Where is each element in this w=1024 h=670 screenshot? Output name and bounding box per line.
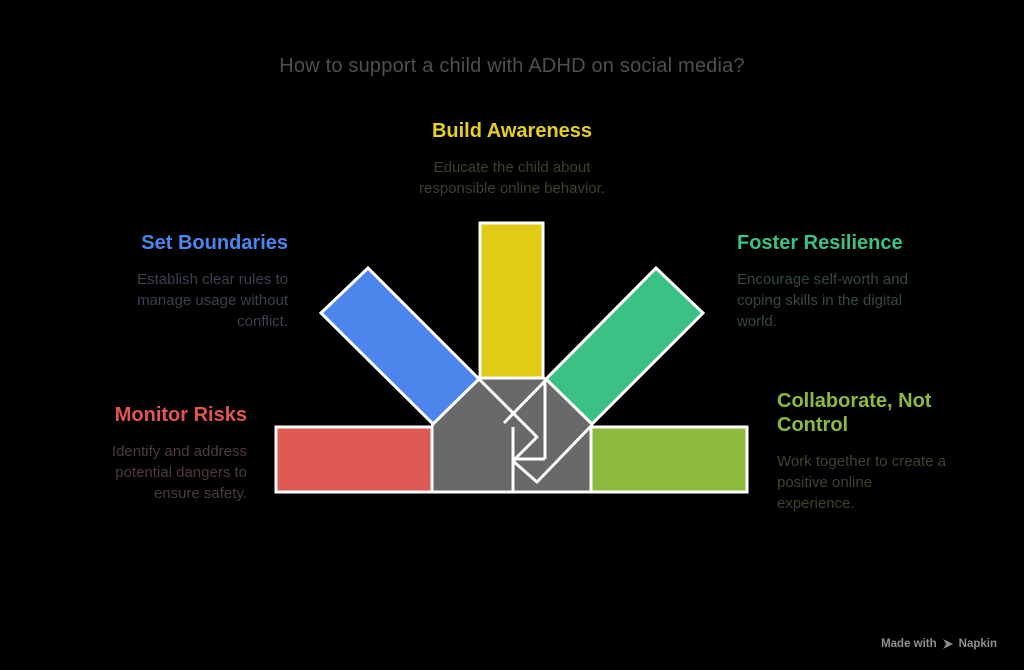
section-body: Educate the child about responsible onli… (419, 159, 605, 197)
section-body: Establish clear rules to manage usage wi… (137, 271, 288, 330)
napkin-watermark: Made with Napkin (881, 638, 997, 650)
watermark-made-with: Made with (881, 638, 937, 650)
section-heading: Foster Resilience (737, 232, 903, 254)
section-body: Identify and address potential dangers t… (111, 443, 247, 502)
section-foster-resilience: Foster Resilience Encourage self-worth a… (737, 231, 962, 332)
section-collaborate-not-control: Collaborate, Not Control Work together t… (777, 389, 987, 514)
bar-set-boundaries (318, 265, 482, 427)
bar-build-awareness (478, 221, 545, 380)
section-body: Work together to create a positive onlin… (777, 453, 946, 512)
section-heading: Set Boundaries (141, 232, 288, 254)
page-title: How to support a child with ADHD on soci… (279, 55, 745, 77)
section-build-awareness: Build Awareness Educate the child about … (0, 119, 1024, 199)
section-monitor-risks: Monitor Risks Identify and address poten… (27, 403, 247, 504)
section-body: Encourage self-worth and coping skills i… (737, 271, 908, 330)
center-arrow-lines (477, 377, 593, 492)
section-set-boundaries: Set Boundaries Establish clear rules to … (48, 231, 288, 332)
watermark-brand: Napkin (958, 638, 997, 650)
section-heading: Build Awareness (431, 120, 593, 142)
bar-collaborate (589, 425, 749, 494)
section-heading: Monitor Risks (114, 404, 247, 426)
bar-monitor-risks (274, 425, 434, 494)
napkin-logo-icon (942, 639, 953, 649)
section-heading: Collaborate, Not Control (777, 390, 932, 436)
bar-foster-resilience (543, 265, 706, 427)
